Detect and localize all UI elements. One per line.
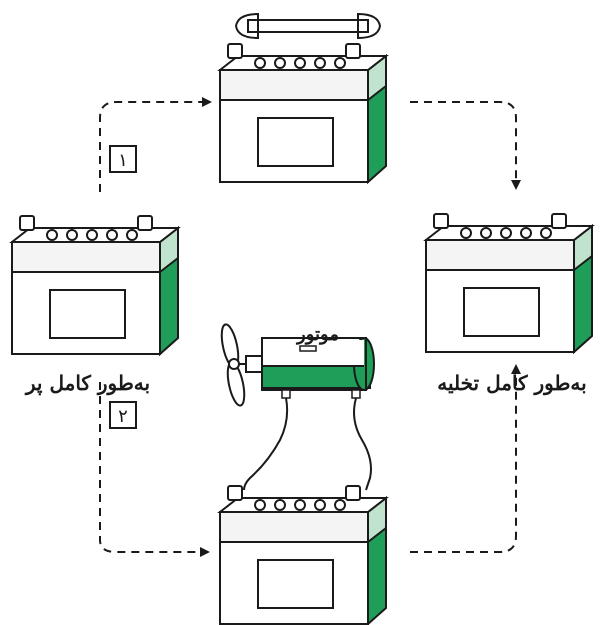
fan-icon — [220, 323, 246, 407]
battery-icon-left — [11, 215, 179, 355]
arrow-bottom-to-right — [410, 364, 521, 553]
step-2-label: ۲ — [118, 406, 128, 427]
wrench-icon — [234, 12, 382, 40]
arrow-left-to-bottom — [99, 382, 210, 557]
arrow-top-to-right — [410, 101, 521, 190]
label-motor: موتور — [295, 324, 339, 345]
arrow-left-to-top — [99, 97, 212, 192]
step-2-badge: ۲ — [109, 401, 137, 429]
battery-icon-right — [425, 213, 593, 353]
label-fully-discharged: به‌طور کامل تخلیه — [437, 371, 586, 396]
step-1-badge: ۱ — [109, 145, 137, 173]
label-fully-charged: به‌طور کامل پر — [24, 371, 150, 396]
wire-negative — [243, 397, 289, 491]
step-1-label: ۱ — [118, 150, 128, 171]
motor-icon — [236, 337, 375, 399]
battery-icon-bottom — [219, 485, 387, 625]
battery-icon-top — [219, 43, 387, 183]
wire-positive — [353, 397, 372, 491]
